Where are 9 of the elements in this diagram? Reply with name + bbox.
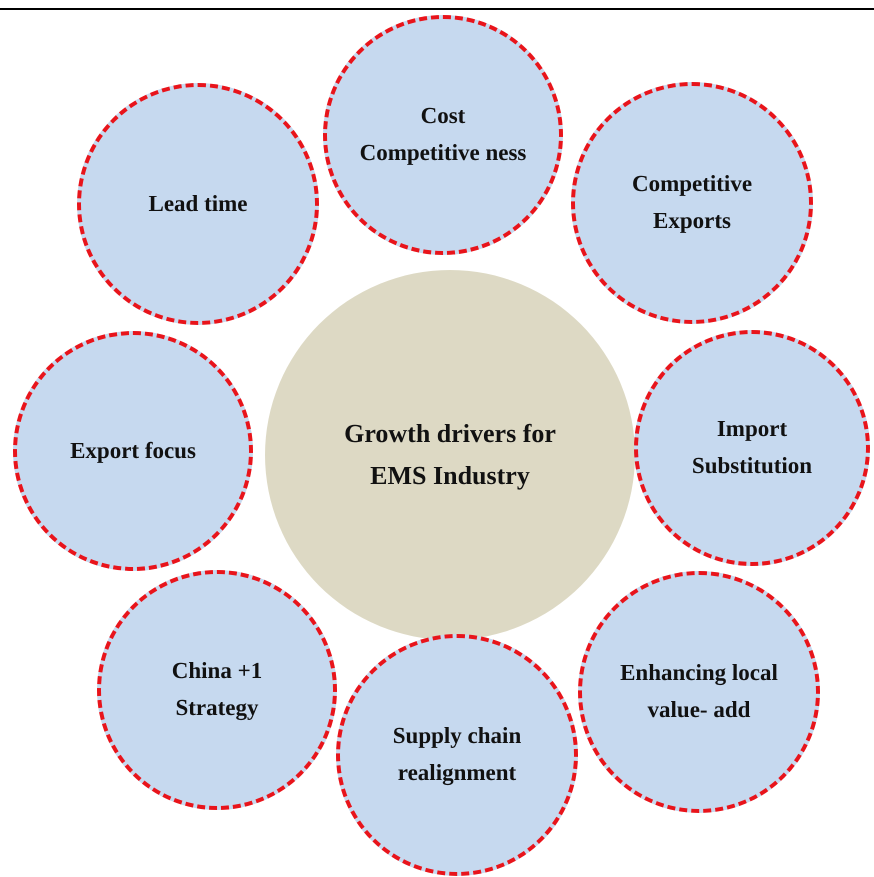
- circle-label: Import Substitution: [690, 415, 814, 480]
- circle-label: Cost Competitive ness: [358, 102, 528, 167]
- circle-label: Supply chain realignment: [392, 722, 522, 788]
- circle-label: Export focus: [69, 436, 197, 465]
- circle-label: Competitive Exports: [630, 170, 754, 235]
- circle-label: Enhancing local value- add: [619, 659, 779, 724]
- circle-label: China +1 Strategy: [170, 657, 264, 722]
- circle-label: Growth drivers for EMS Industry: [343, 418, 557, 492]
- circle-label: Lead time: [147, 190, 248, 218]
